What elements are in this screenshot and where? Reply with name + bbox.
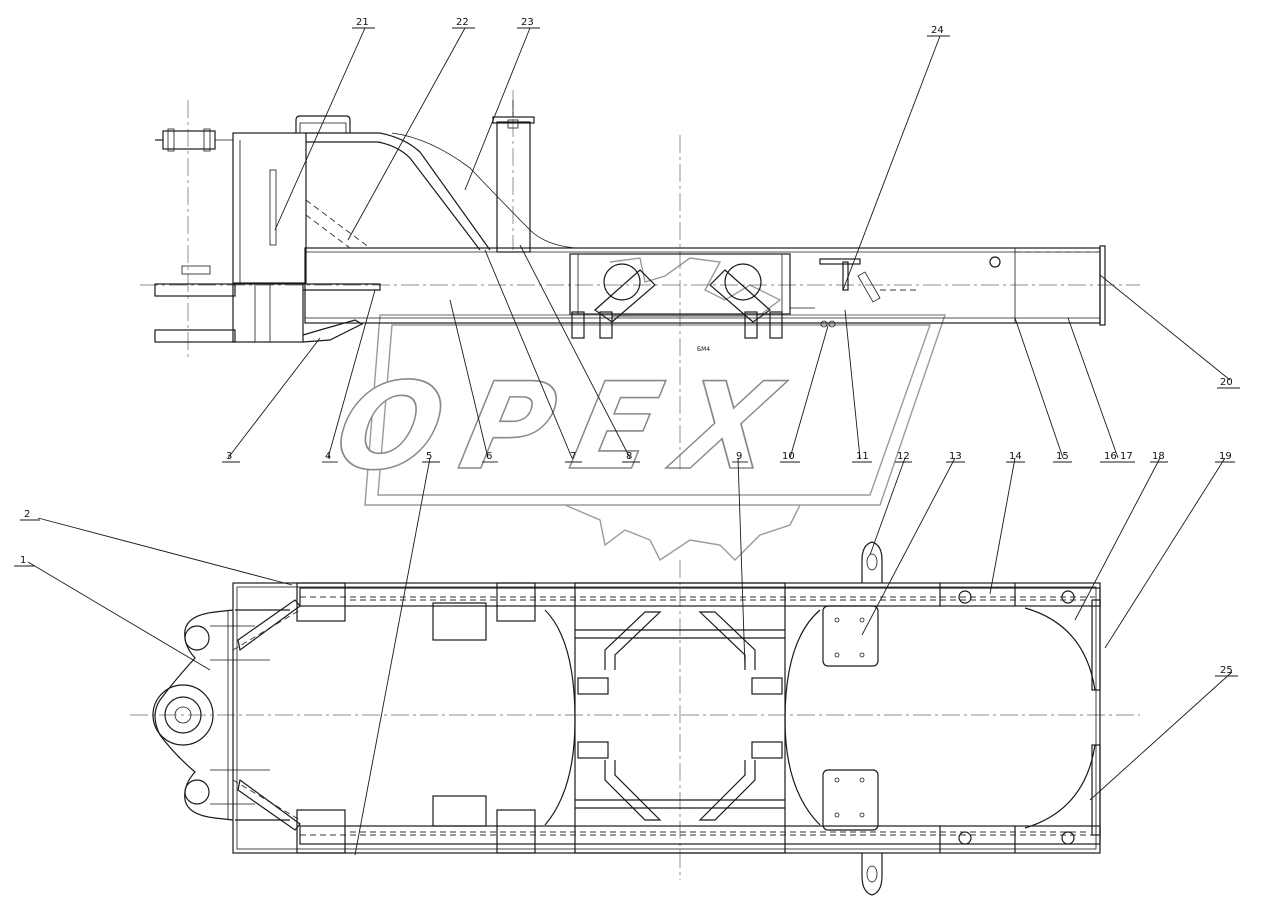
callout-8: 8 (626, 451, 632, 462)
callout-3: 3 (226, 451, 232, 462)
callout-1: 1 (20, 555, 26, 566)
callout-7: 7 (570, 451, 576, 462)
callout-2: 2 (24, 509, 30, 520)
callout-23: 23 (521, 17, 534, 28)
callout-5: 5 (426, 451, 432, 462)
callout-10: 10 (782, 451, 795, 462)
callout-16: 16 (1104, 451, 1117, 462)
callout-17: 17 (1120, 451, 1133, 462)
callout-24: 24 (931, 25, 944, 36)
callout-18: 18 (1152, 451, 1165, 462)
callout-20: 20 (1220, 377, 1233, 388)
callout-11: 11 (856, 451, 869, 462)
side-view (140, 90, 1140, 470)
callout-22: 22 (456, 17, 469, 28)
opex-watermark: OPEX (324, 257, 946, 562)
callout-13: 13 (949, 451, 962, 462)
plan-view (130, 541, 1140, 896)
callout-labels: 1 2 3 4 5 6 7 8 9 10 11 12 13 14 15 16 1… (20, 17, 1233, 676)
callout-6: 6 (486, 451, 492, 462)
callout-25: 25 (1220, 665, 1233, 676)
callout-19: 19 (1219, 451, 1232, 462)
callout-15: 15 (1056, 451, 1069, 462)
leader-lines (14, 27, 1240, 856)
callout-4: 4 (325, 451, 331, 462)
callout-21: 21 (356, 17, 369, 28)
callout-14: 14 (1009, 451, 1022, 462)
note-mark: БМ4 (697, 346, 710, 353)
callout-12: 12 (897, 451, 910, 462)
callout-9: 9 (736, 451, 742, 462)
